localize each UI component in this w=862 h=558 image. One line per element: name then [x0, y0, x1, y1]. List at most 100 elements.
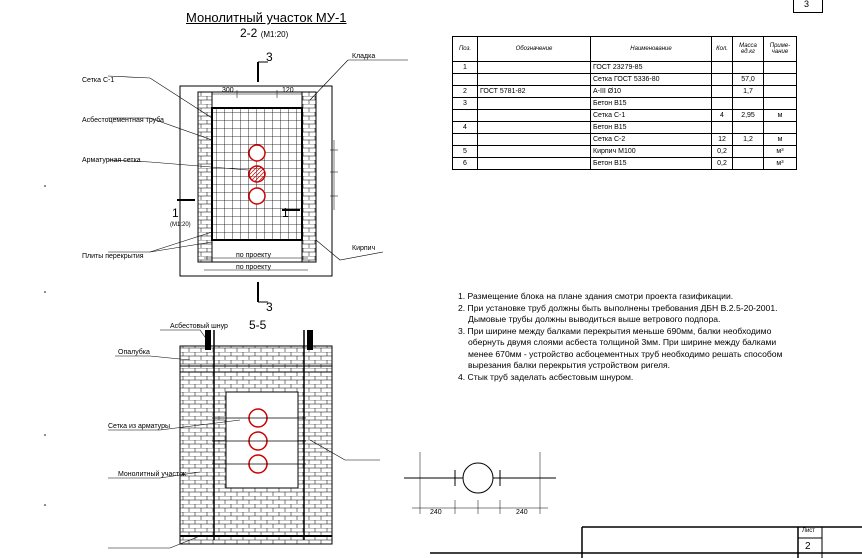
cut-3-bottom: 3 [266, 300, 273, 314]
label-masonry: Кладка [352, 53, 376, 60]
table-cell: Сетка С-1 [590, 109, 712, 122]
cut-1-left: 1 [172, 206, 179, 220]
table-cell: 2,95 [732, 109, 764, 122]
pipe-1 [248, 144, 266, 162]
label-formwork: Опалубка [118, 349, 150, 356]
dim-c: 240 [430, 509, 442, 516]
table-cell [763, 85, 797, 98]
table-cell: 0,2 [711, 157, 733, 170]
table-cell: Бетон В15 [590, 97, 712, 110]
section-2-2-label: 2-2 [240, 26, 258, 40]
specification-table: Поз. Обозначение Наименование Кол. Масса… [452, 36, 797, 170]
table-cell: 1 [452, 61, 478, 74]
table-cell [763, 121, 797, 134]
table-cell [763, 73, 797, 86]
table-cell: Бетон В15 [590, 121, 712, 134]
table-cell [452, 109, 478, 122]
label-rebar: Сетка из арматуры [108, 423, 171, 430]
note-4: 4. Стык труб заделать асбестовым шнуром. [458, 371, 634, 382]
table-cell: А-III Ø10 [590, 85, 712, 98]
page-title: Монолитный участок МУ-1 [186, 10, 347, 25]
col-pos: Поз. [452, 36, 478, 62]
table-cell [477, 145, 591, 158]
section-5-5 [108, 329, 380, 549]
label-monolith: Монолитный участок [118, 471, 186, 478]
table-cell [763, 61, 797, 74]
col-note: Приме-чание [763, 36, 797, 62]
pipe-2 [248, 165, 266, 183]
table-cell: Сетка ГОСТ 5336-80 [590, 73, 712, 86]
dim-label-1: по проекту [236, 252, 272, 259]
brick-wall-left [197, 91, 213, 263]
table-row: 4 Бетон В15 [452, 121, 797, 134]
table-cell: Сетка С-2 [590, 133, 712, 146]
table-cell [452, 133, 478, 146]
table-cell: 57,0 [732, 73, 764, 86]
table-cell [477, 133, 591, 146]
table-cell [732, 97, 764, 110]
table-cell: Кирпич М100 [590, 145, 712, 158]
cut-1-right: 1 [282, 206, 289, 220]
sheet-number-top-box: 3 [793, 0, 823, 13]
col-qty: Кол. [711, 36, 733, 62]
table-cell [477, 97, 591, 110]
table-cell [477, 121, 591, 134]
dim-b: 120 [282, 87, 294, 94]
table-cell [711, 85, 733, 98]
sheet-label: Лист [802, 528, 816, 534]
label-brick: Кирпич [352, 245, 376, 252]
table-cell: 6 [452, 157, 478, 170]
table-cell: м [763, 133, 797, 146]
dim-a: 300 [222, 87, 234, 94]
table-cell: ГОСТ 23279-85 [590, 61, 712, 74]
table-cell [763, 97, 797, 110]
table-cell [732, 61, 764, 74]
plan-2-2 [107, 59, 408, 303]
table-cell [711, 97, 733, 110]
table-cell [477, 109, 591, 122]
cut-1-scale: (М1:20) [170, 222, 191, 228]
col-designation: Обозначение [477, 36, 591, 62]
table-cell: м [763, 109, 797, 122]
note-1: 1. Размещение блока на плане здания смот… [458, 291, 734, 301]
label-pipe: Асбестоцементная труба [82, 117, 164, 124]
table-cell [477, 73, 591, 86]
cut-3-top: 3 [266, 50, 273, 64]
table-cell [477, 157, 591, 170]
col-name: Наименование [590, 36, 712, 62]
table-cell: 0,2 [711, 145, 733, 158]
note-3: 3. При ширине между балками перекрытия м… [458, 325, 783, 371]
table-cell [452, 73, 478, 86]
table-cell: Бетон В15 [590, 157, 712, 170]
table-cell [477, 61, 591, 74]
table-cell [732, 157, 764, 170]
title-block [430, 526, 862, 558]
notes: 1. Размещение блока на плане здания смот… [458, 291, 788, 383]
table-cell: 2 [452, 85, 478, 98]
table-cell [711, 121, 733, 134]
table-cell: 1,7 [732, 85, 764, 98]
label-rebar-mesh: Арматурная сетка [82, 157, 141, 164]
label-asbestos: Асбестовый шнур [170, 323, 228, 330]
sheet-number-top: 3 [804, 0, 810, 9]
section-2-2-title: 2-2 (М1:20) [240, 26, 288, 40]
table-cell: 12 [711, 133, 733, 146]
section-5-5-title: 5-5 [249, 318, 267, 332]
table-cell [711, 61, 733, 74]
label-mesh: Сетка С-1 [82, 77, 115, 84]
label-slabs: Плиты перекрытия [82, 253, 144, 260]
table-row: 1 ГОСТ 23279-85 [452, 61, 797, 74]
brick-wall-right [301, 91, 317, 263]
table-row: Сетка ГОСТ 5336-80 57,0 [452, 73, 797, 86]
table-cell: 3 [452, 97, 478, 110]
table-header-row: Поз. Обозначение Наименование Кол. Масса… [452, 36, 797, 62]
joint-detail [404, 452, 556, 514]
table-cell: 4 [452, 121, 478, 134]
table-cell: м³ [763, 145, 797, 158]
dim-label-2: по проекту [236, 264, 272, 271]
